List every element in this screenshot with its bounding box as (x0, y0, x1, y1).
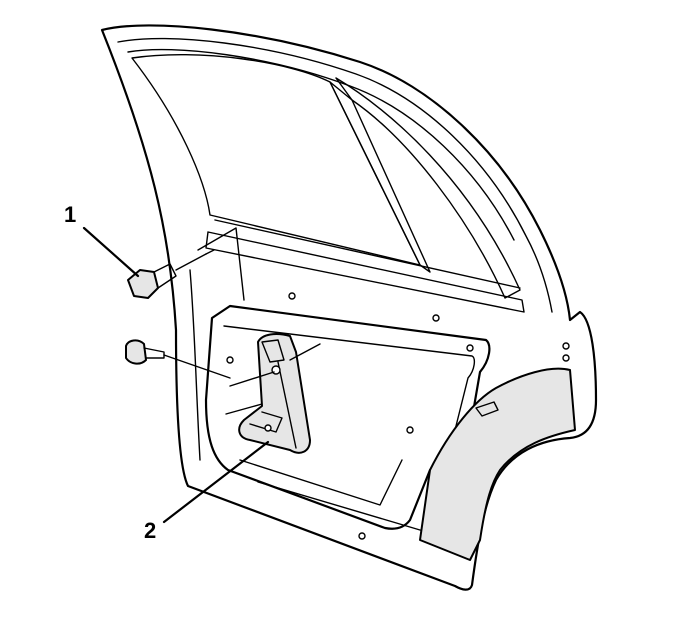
door-rear-edge (419, 367, 576, 561)
alignment-lines (225, 343, 321, 415)
push-pin (125, 339, 231, 379)
bolt (127, 249, 215, 299)
callout-2-label: 2 (144, 518, 156, 543)
callout-1-label: 1 (64, 202, 76, 227)
window-regulator (238, 333, 311, 454)
callout-2: 2 (144, 440, 270, 543)
callout-1: 1 (64, 202, 140, 278)
door-shell (100, 24, 598, 591)
